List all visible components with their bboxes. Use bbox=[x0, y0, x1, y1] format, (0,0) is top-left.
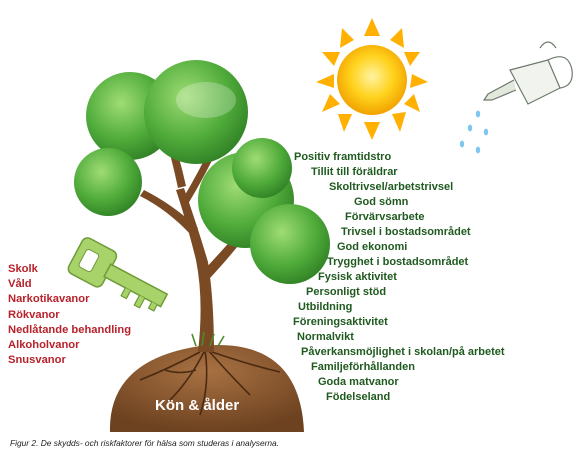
watering-can-icon bbox=[482, 41, 573, 105]
risk-factor-item: Rökvanor bbox=[8, 308, 60, 321]
figure-caption: Figur 2. De skydds- och riskfaktorer för… bbox=[10, 438, 280, 448]
sun-icon bbox=[316, 18, 428, 140]
risk-factor-item: Alkoholvanor bbox=[8, 339, 80, 352]
water-drops bbox=[459, 110, 489, 154]
risk-factor-item: Snusvanor bbox=[8, 354, 66, 367]
soil-mound bbox=[109, 345, 304, 432]
risk-factor-item: Narkotikavanor bbox=[8, 293, 90, 306]
risk-factor-item: Våld bbox=[8, 278, 32, 291]
tree-foliage bbox=[74, 60, 330, 284]
ground-label: Kön & ålder bbox=[155, 397, 240, 414]
risk-factor-item: Nedlåtande behandling bbox=[8, 323, 132, 336]
risk-factor-list: Skolk Våld Narkotikavanor Rökvanor Nedlå… bbox=[8, 262, 131, 368]
grass-tuft bbox=[191, 331, 225, 347]
risk-factor-item: Skolk bbox=[8, 263, 38, 275]
tree-roots bbox=[139, 349, 281, 416]
key-icon bbox=[67, 237, 169, 312]
